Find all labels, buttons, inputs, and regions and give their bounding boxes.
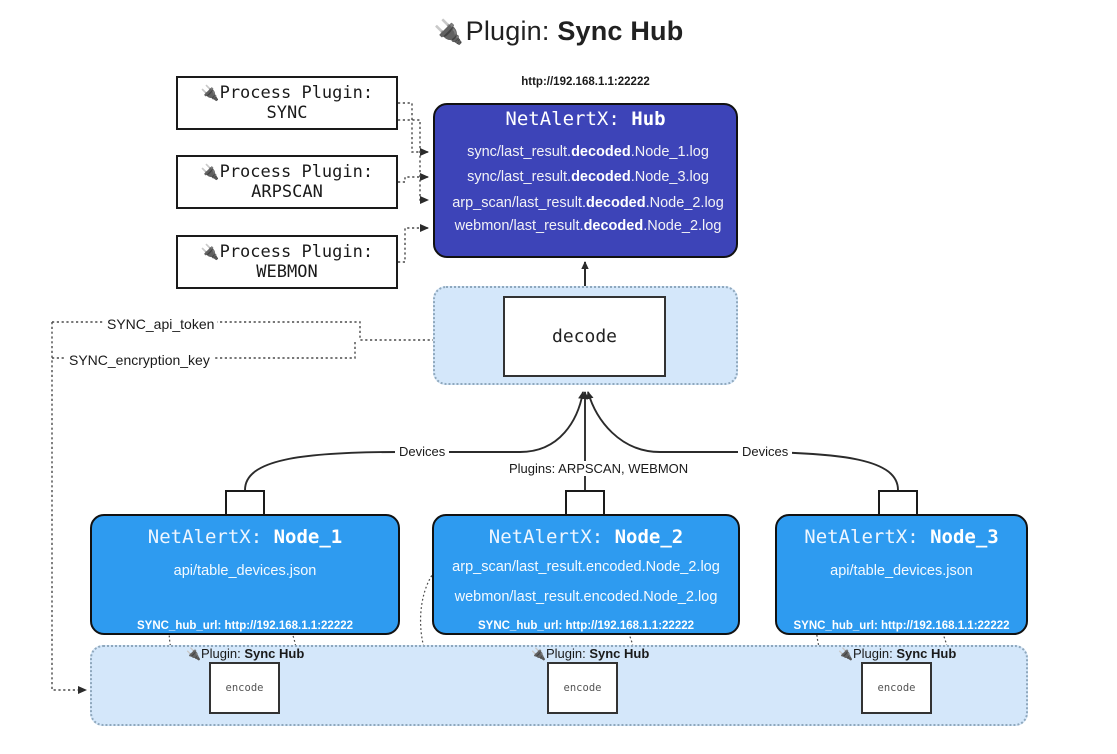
hub-log-line: arp_scan/last_result.decoded.Node_2.log (440, 195, 736, 211)
process-plugin-name: ARPSCAN (251, 182, 323, 202)
node-title-prefix: NetAlertX: (804, 526, 931, 548)
hub-log-mid: decoded (571, 144, 631, 160)
hub-log-line: sync/last_result.decoded.Node_1.log (440, 144, 736, 160)
encode-caption-name: Sync Hub (896, 646, 957, 661)
node-title: NetAlertX: Node_3 (775, 526, 1028, 548)
node-title: NetAlertX: Node_1 (90, 526, 400, 548)
process-plugin-box-sync[interactable]: 🔌Process Plugin: SYNC (176, 76, 398, 130)
node-hub-url-footer: SYNC_hub_url: http://192.168.1.1:22222 (136, 620, 354, 632)
process-plugin-caption: Process Plugin: (219, 82, 374, 103)
hub-title: NetAlertX: Hub (433, 108, 738, 130)
decode-box[interactable]: decode (503, 296, 666, 377)
page-title: 🔌Plugin: Sync Hub (0, 16, 1117, 47)
hub-log-post: .Node_2.log (643, 218, 722, 234)
plug-icon: 🔌 (200, 83, 220, 102)
page-title-prefix: Plugin: (465, 16, 558, 46)
hub-log-line: webmon/last_result.decoded.Node_2.log (440, 218, 736, 234)
encode-caption: 🔌Plugin: Sync Hub (838, 646, 956, 661)
plug-icon: 🔌 (200, 162, 220, 181)
plug-icon: 🔌 (531, 647, 546, 661)
encode-box[interactable]: encode (861, 662, 932, 714)
hub-title-name: Hub (631, 108, 666, 130)
process-plugin-caption: Process Plugin: (219, 241, 374, 262)
node-title-name: Node_3 (930, 526, 999, 548)
encode-caption-name: Sync Hub (244, 646, 305, 661)
encode-caption-prefix: Plugin: (852, 646, 897, 661)
hub-log-mid: decoded (571, 169, 631, 185)
sync-api-token-label: SYNC_api_token (104, 316, 218, 332)
node-box-node-2[interactable] (432, 514, 740, 635)
node-box-node-1[interactable] (90, 514, 400, 635)
hub-log-pre: webmon/last_result. (454, 218, 584, 234)
plug-icon: 🔌 (433, 19, 464, 46)
node-resource-line: api/table_devices.json (830, 563, 973, 579)
hub-log-post: .Node_3.log (630, 169, 709, 185)
plug-icon: 🔌 (838, 647, 853, 661)
encode-caption-name: Sync Hub (589, 646, 650, 661)
hub-box[interactable] (433, 103, 738, 258)
encode-box[interactable]: encode (209, 662, 280, 714)
devices-label-left: Devices (395, 444, 450, 459)
plugins-label-center: Plugins: ARPSCAN, WEBMON (505, 461, 693, 476)
hub-log-pre: sync/last_result. (467, 169, 572, 185)
node-box-node-3[interactable] (775, 514, 1028, 635)
node-title: NetAlertX: Node_2 (432, 526, 740, 548)
encode-caption-prefix: Plugin: (200, 646, 245, 661)
hub-url-label: http://192.168.1.1:22222 (521, 76, 650, 88)
node-resource-line: webmon/last_result.encoded.Node_2.log (454, 589, 718, 605)
node-title-prefix: NetAlertX: (488, 526, 615, 548)
process-plugin-name: WEBMON (256, 262, 318, 282)
hub-log-post: .Node_2.log (645, 195, 724, 211)
process-plugin-caption: Process Plugin: (219, 161, 374, 182)
node-title-prefix: NetAlertX: (147, 526, 274, 548)
hub-log-pre: sync/last_result. (467, 144, 572, 160)
plug-icon: 🔌 (186, 647, 201, 661)
encode-caption-prefix: Plugin: (545, 646, 590, 661)
process-plugin-name: SYNC (266, 103, 308, 123)
encode-box[interactable]: encode (547, 662, 618, 714)
hub-title-prefix: NetAlertX: (505, 108, 632, 130)
page-title-name: Sync Hub (557, 16, 684, 46)
encode-caption: 🔌Plugin: Sync Hub (186, 646, 304, 661)
plug-icon: 🔌 (200, 242, 220, 261)
process-plugin-box-webmon[interactable]: 🔌Process Plugin: WEBMON (176, 235, 398, 289)
node-title-name: Node_2 (614, 526, 684, 548)
hub-log-post: .Node_1.log (630, 144, 709, 160)
node-hub-url-footer: SYNC_hub_url: http://192.168.1.1:22222 (793, 620, 1010, 632)
process-plugin-box-arpscan[interactable]: 🔌Process Plugin: ARPSCAN (176, 155, 398, 209)
node-hub-url-footer: SYNC_hub_url: http://192.168.1.1:22222 (477, 620, 695, 632)
devices-label-right: Devices (738, 444, 793, 459)
node-resource-line: api/table_devices.json (173, 563, 317, 579)
encode-caption: 🔌Plugin: Sync Hub (531, 646, 649, 661)
hub-log-line: sync/last_result.decoded.Node_3.log (440, 169, 736, 185)
node-title-name: Node_1 (273, 526, 343, 548)
hub-log-mid: decoded (585, 195, 646, 211)
sync-encryption-key-label: SYNC_encryption_key (66, 352, 213, 368)
hub-log-mid: decoded (583, 218, 644, 234)
node-resource-line: arp_scan/last_result.encoded.Node_2.log (452, 559, 720, 575)
hub-log-pre: arp_scan/last_result. (452, 195, 586, 211)
